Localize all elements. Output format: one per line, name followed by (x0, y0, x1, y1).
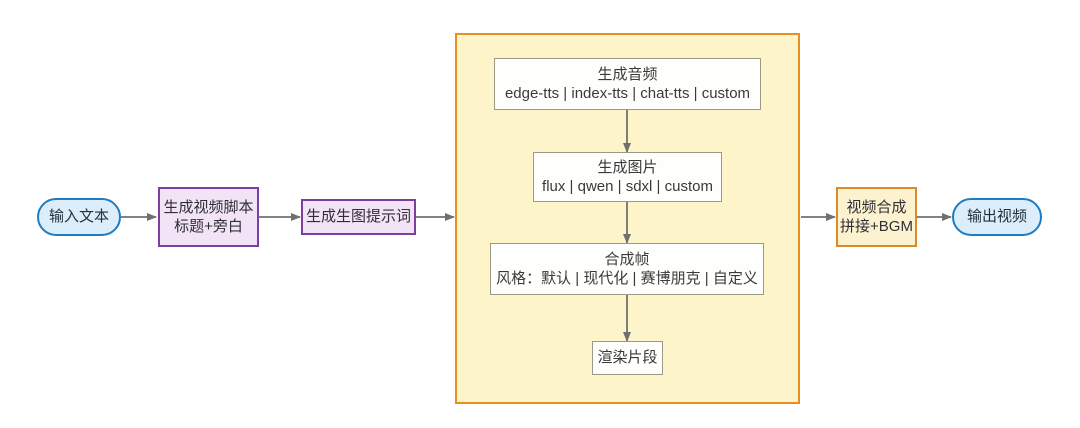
node-compose-frame-title: 合成帧 (604, 250, 650, 268)
node-generate-audio[interactable]: 生成音频 edge-tts | index-tts | chat-tts | c… (494, 58, 761, 110)
node-compose-frame-options: 风格：默认 | 现代化 | 赛博朋克 | 自定义 (496, 270, 758, 287)
node-generate-script-line2: 标题+旁白 (174, 218, 243, 235)
node-generate-prompt-label: 生成生图提示词 (305, 208, 411, 226)
node-generate-audio-options: edge-tts | index-tts | chat-tts | custom (504, 85, 751, 102)
node-video-synthesis-line1: 视频合成 (846, 198, 907, 216)
node-compose-frame[interactable]: 合成帧 风格：默认 | 现代化 | 赛博朋克 | 自定义 (490, 243, 764, 295)
node-generate-script[interactable]: 生成视频脚本 标题+旁白 (158, 187, 259, 247)
node-input-text-label: 输入文本 (48, 208, 109, 226)
node-generate-image-title: 生成图片 (597, 158, 658, 176)
node-video-synthesis-line2: 拼接+BGM (840, 218, 913, 235)
node-generate-audio-title: 生成音频 (597, 65, 658, 83)
node-input-text[interactable]: 输入文本 (37, 198, 121, 236)
node-generate-script-line1: 生成视频脚本 (163, 198, 254, 216)
node-generate-prompt[interactable]: 生成生图提示词 (301, 199, 416, 235)
node-output-video-label: 输出视频 (966, 208, 1027, 226)
node-render-clip-label: 渲染片段 (597, 349, 658, 367)
node-video-synthesis[interactable]: 视频合成 拼接+BGM (836, 187, 917, 247)
node-render-clip[interactable]: 渲染片段 (592, 341, 663, 375)
node-output-video[interactable]: 输出视频 (952, 198, 1042, 236)
node-generate-image[interactable]: 生成图片 flux | qwen | sdxl | custom (533, 152, 722, 202)
node-generate-image-options: flux | qwen | sdxl | custom (542, 178, 713, 195)
